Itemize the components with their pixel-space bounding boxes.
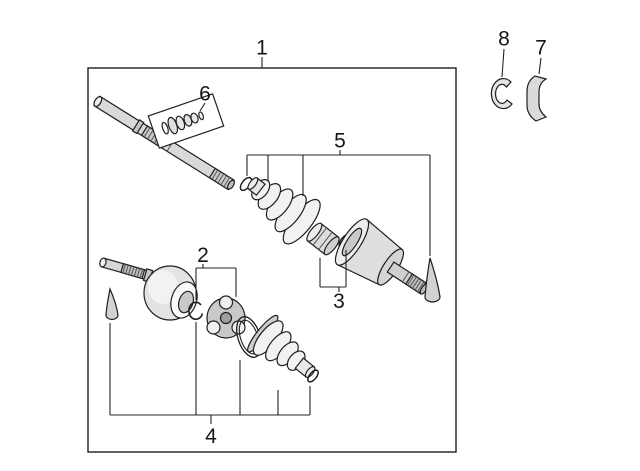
spider-assembly [206,295,246,339]
grease-cap-left [105,287,119,321]
callout-1[interactable]: 1 [256,37,268,60]
callout-6[interactable]: 6 [199,83,211,106]
grease-cap-right [424,257,441,303]
outer-cv-boot [247,177,321,245]
retainer-clip-7 [526,75,548,122]
inner-boot-clamp-small [307,369,319,383]
outer-joint-stub-shaft [99,257,154,283]
callout-7[interactable]: 7 [535,37,547,60]
callout-3[interactable]: 3 [333,290,345,313]
outer-joint-housing [143,265,198,321]
snap-ring-clip-8 [490,78,513,110]
callout-8[interactable]: 8 [498,28,510,51]
callout-3-bracket [319,250,347,292]
callout-8-leader [501,48,505,78]
assembly-boundary-box [87,67,457,453]
boot-band-kit [147,93,225,149]
callout-5[interactable]: 5 [334,130,346,153]
inner-joint-housing [334,218,429,295]
inner-cv-boot [247,314,316,379]
callout-2[interactable]: 2 [197,244,209,267]
callout-6-leader [199,102,206,112]
callout-4[interactable]: 4 [205,425,217,448]
dynamic-damper [306,222,340,256]
callout-5-bracket [246,150,431,256]
callout-4-bracket [109,322,311,424]
callout-2-bracket [195,264,237,300]
callout-7-leader [538,57,542,75]
snap-ring [188,301,204,321]
